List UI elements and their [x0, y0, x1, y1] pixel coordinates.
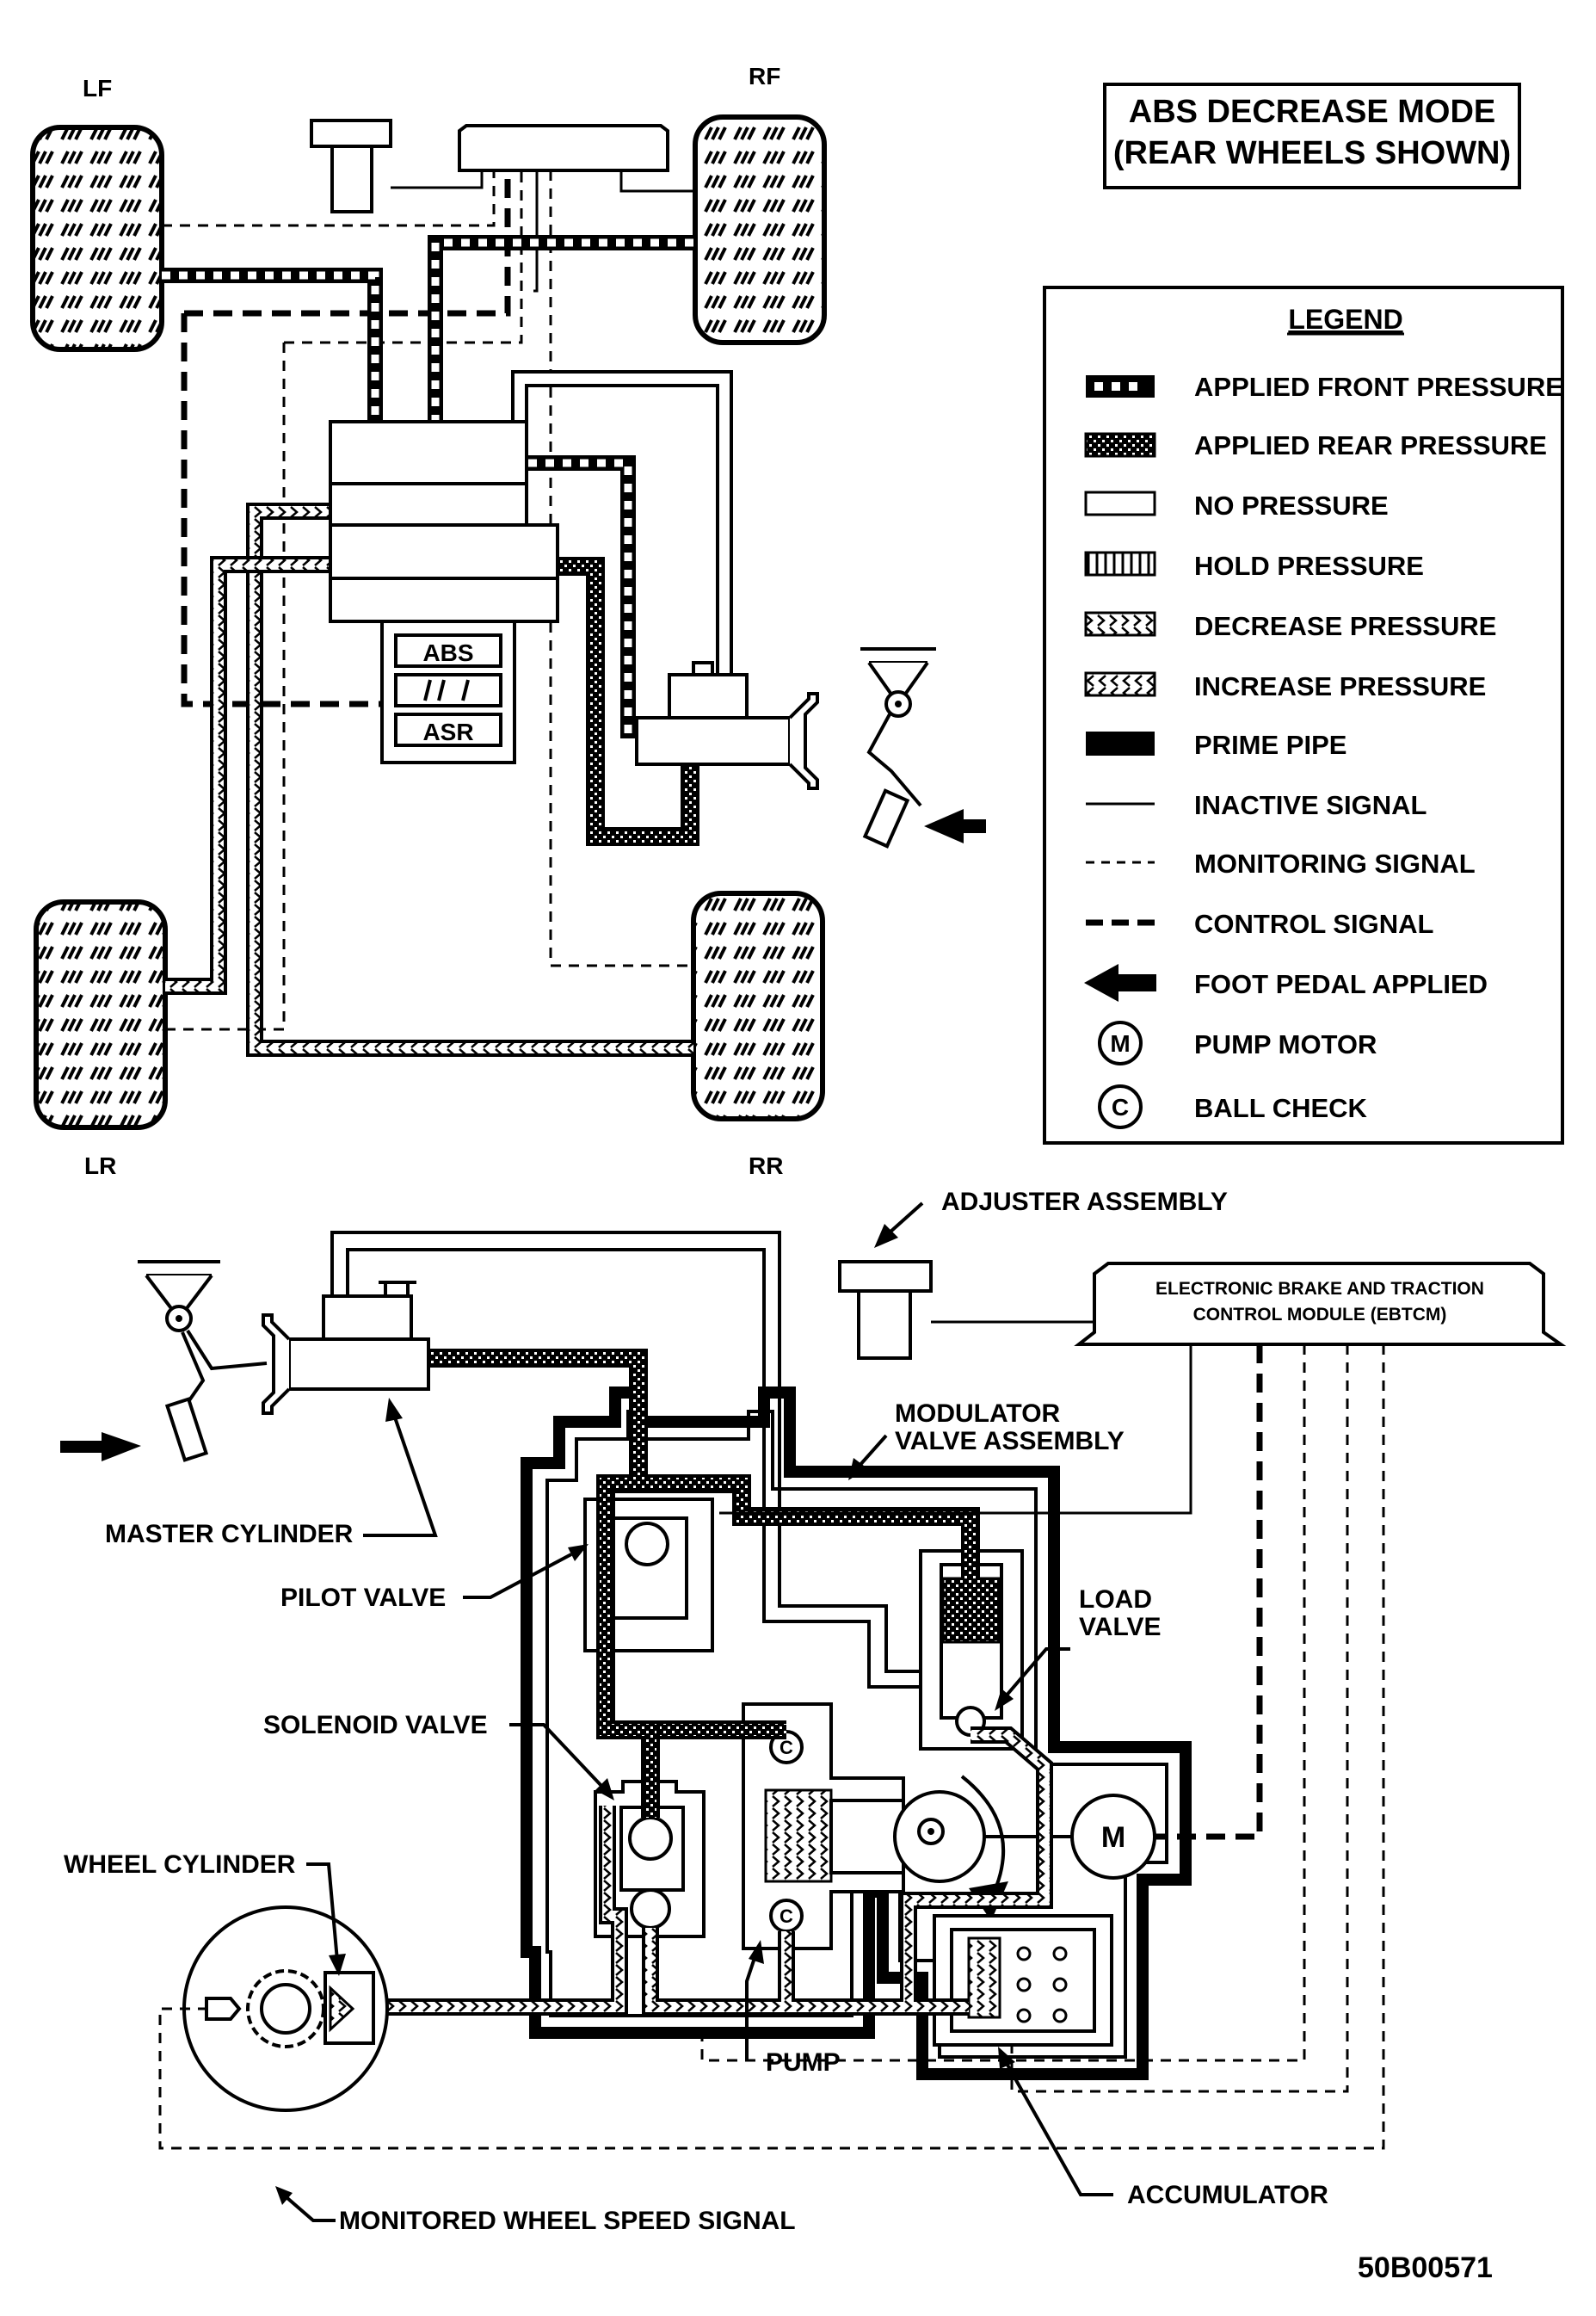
solenoid-valve — [594, 1780, 706, 1938]
legend-item-label: INCREASE PRESSURE — [1194, 671, 1486, 701]
legend-item-label: BALL CHECK — [1194, 1093, 1368, 1123]
abs-label: ABS — [422, 639, 473, 666]
title-box: ABS DECREASE MODE (REAR WHEELS SHOWN) — [1103, 83, 1521, 189]
callout-leaders — [275, 1201, 1113, 2222]
ebtcm-label-line-2: CONTROL MODULE (EBTCM) — [1193, 1305, 1447, 1325]
front-pressure-lines — [162, 235, 695, 738]
top-master-cylinder — [635, 661, 819, 790]
wheel-label-rf: RF — [749, 63, 780, 90]
legend-swatch-increase — [1084, 671, 1156, 697]
svg-text:C: C — [1112, 1094, 1129, 1121]
figure-id: 50B00571 — [1358, 2251, 1493, 2284]
wheel-label-rr: RR — [749, 1152, 783, 1179]
master-cylinder-label: MASTER CYLINDER — [105, 1520, 354, 1548]
rear-pressure-line — [559, 557, 699, 846]
legend-ball-check-icon: C — [1098, 1084, 1143, 1129]
bottom-master-cylinder — [262, 1281, 430, 1415]
asr-label: ASR — [422, 719, 473, 745]
legend-item-label: CONTROL SIGNAL — [1194, 909, 1433, 939]
foot-pedal-arrow-icon — [924, 809, 986, 843]
legend-item-label: INACTIVE SIGNAL — [1194, 790, 1427, 820]
legend-item-label: PUMP MOTOR — [1194, 1029, 1377, 1059]
legend-swatch-applied-front — [1086, 375, 1155, 398]
legend-item-label: APPLIED FRONT PRESSURE — [1194, 372, 1563, 402]
pilot-valve-label: PILOT VALVE — [280, 1584, 446, 1612]
wheel-label-lf: LF — [83, 75, 112, 102]
legend-swatch-no-pressure — [1084, 491, 1156, 516]
load-valve-label-line-2: VALVE — [1079, 1613, 1162, 1641]
modulator-label-line-2: VALVE ASSEMBLY — [895, 1427, 1125, 1455]
legend: LEGEND M C APPLIED FRONT PRESSURE APPLIE… — [1043, 286, 1564, 1145]
bottom-brake-pedal — [138, 1260, 268, 1462]
legend-item-label: APPLIED REAR PRESSURE — [1194, 430, 1547, 460]
legend-item-label: PRIME PIPE — [1194, 730, 1346, 760]
monitored-signal-label: MONITORED WHEEL SPEED SIGNAL — [339, 2207, 796, 2235]
wheel-cylinder — [182, 1905, 389, 2112]
wheel-lr — [34, 899, 168, 1130]
bottom-no-pressure-line — [330, 1231, 953, 1673]
title-line-1: ABS DECREASE MODE — [1129, 94, 1496, 130]
bottom-no-pressure-line-inner — [346, 1248, 953, 1689]
pump-motor-label: M — [1101, 1821, 1125, 1854]
legend-item-label: FOOT PEDAL APPLIED — [1194, 969, 1488, 999]
no-pressure-line — [511, 370, 733, 680]
load-valve — [919, 1549, 1024, 1751]
legend-pump-motor-icon: M — [1098, 1021, 1143, 1065]
legend-foot-pedal-arrow-icon — [1084, 964, 1156, 1002]
bottom-decrease-pressure-fill — [367, 1730, 1050, 2012]
pump-eccentric-cam — [893, 1775, 1008, 1921]
top-adjuster-assembly — [310, 119, 392, 213]
decrease-pressure-lines — [165, 503, 693, 1057]
wheel-rf — [693, 114, 827, 345]
accumulator-label: ACCUMULATOR — [1127, 2181, 1328, 2209]
top-brake-pedal — [860, 647, 936, 849]
wheel-cylinder-label: WHEEL CYLINDER — [64, 1850, 296, 1879]
legend-item-label: HOLD PRESSURE — [1194, 551, 1424, 581]
pump-motor: M — [984, 1794, 1156, 1880]
wheel-lf — [30, 125, 164, 352]
adjuster-assembly-label: ADJUSTER ASSEMBLY — [941, 1188, 1228, 1216]
legend-swatch-applied-rear — [1084, 432, 1156, 458]
ebtcm-module: ELECTRONIC BRAKE AND TRACTION CONTROL MO… — [1074, 1262, 1567, 1346]
pump-ball-check-lower-label: C — [780, 1905, 793, 1927]
legend-item-label: MONITORING SIGNAL — [1194, 849, 1476, 879]
ebtcm-label-line-1: ELECTRONIC BRAKE AND TRACTION — [1155, 1279, 1484, 1299]
accumulator — [933, 1914, 1113, 2047]
load-valve-label-line-1: LOAD — [1079, 1585, 1152, 1614]
pump-ball-check-upper-label: C — [780, 1737, 793, 1758]
legend-swatch-decrease — [1084, 611, 1156, 637]
bottom-rear-pressure-fill — [428, 1352, 977, 1736]
title-line-2: (REAR WHEELS SHOWN) — [1113, 135, 1511, 171]
solenoid-valve-label: SOLENOID VALVE — [263, 1711, 488, 1739]
top-ebtcm-module — [458, 124, 669, 172]
legend-heading: LEGEND — [1288, 304, 1402, 335]
legend-swatch-prime-pipe — [1086, 732, 1155, 756]
modulator-label-line-1: MODULATOR — [895, 1399, 1061, 1428]
wheel-label-lr: LR — [84, 1152, 116, 1179]
bottom-foot-pedal-arrow-icon — [60, 1432, 141, 1461]
legend-item-label: NO PRESSURE — [1194, 491, 1389, 521]
legend-swatch-hold — [1084, 551, 1156, 577]
svg-text:M: M — [1110, 1030, 1130, 1057]
bottom-adjuster-assembly — [838, 1260, 933, 1360]
pump-label: PUMP — [766, 2048, 841, 2077]
top-modulator-stack: ABS ASR — [329, 420, 559, 764]
bottom-rear-to-solenoid-fill — [606, 1724, 656, 1818]
wheel-rr — [691, 891, 825, 1121]
legend-item-label: DECREASE PRESSURE — [1194, 611, 1496, 641]
